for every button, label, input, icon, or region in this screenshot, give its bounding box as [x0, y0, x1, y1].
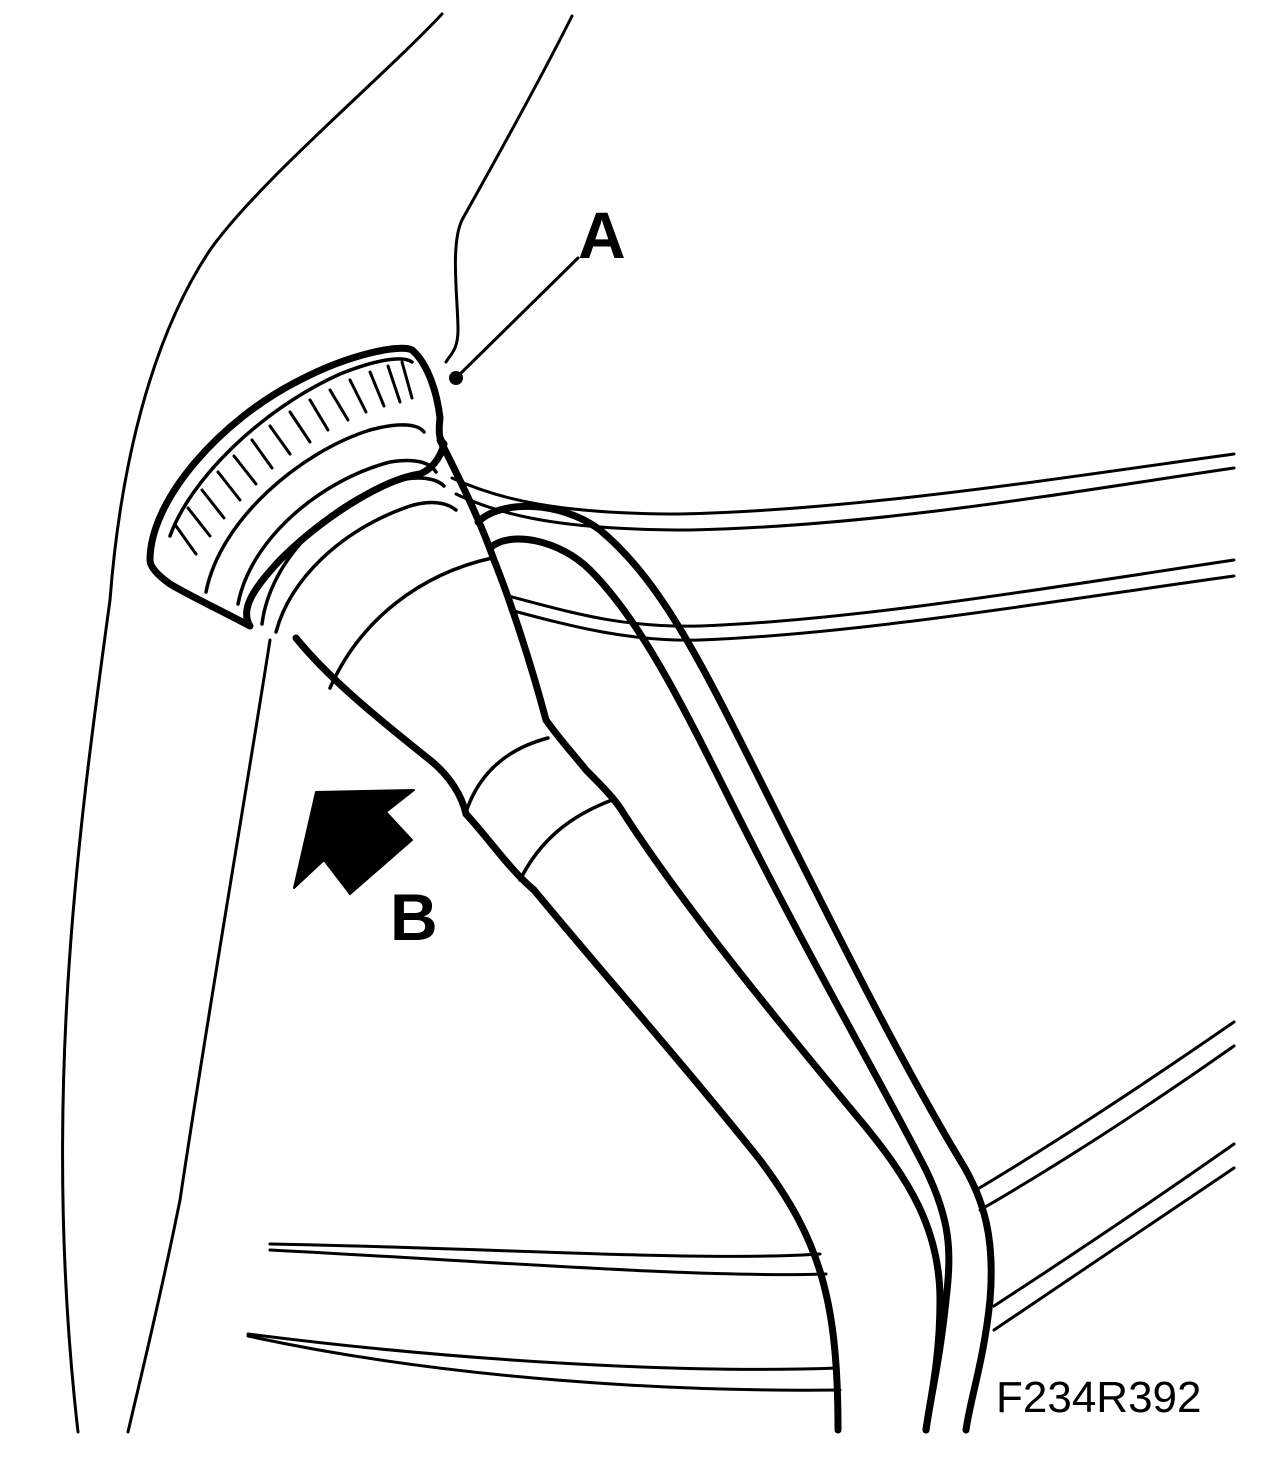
upper-rail-mid-2	[508, 574, 1236, 642]
figure-code: F234R392	[996, 1373, 1201, 1422]
vent-hose-inner-edge	[486, 535, 953, 1434]
filler-recess-edge	[444, 14, 574, 364]
upper-rail-top-2	[454, 466, 1236, 532]
filler-cap-collar	[260, 476, 446, 626]
right-rail-4	[992, 1166, 1236, 1332]
arrow-up-left-icon	[293, 789, 415, 895]
callout-label-b: B	[390, 880, 438, 954]
lower-rail-1	[268, 1242, 822, 1258]
body-panel-outer-edge	[61, 12, 444, 1434]
filler-neck-right-edge	[436, 436, 944, 1434]
filler-cap	[146, 344, 458, 634]
vent-hose-outer-edge	[474, 503, 995, 1434]
callout-dot-a	[449, 371, 463, 385]
filler-neck-left-edge	[292, 634, 842, 1434]
filler-cap-inner-rim	[168, 357, 414, 538]
upper-rail-top-1	[450, 452, 1236, 516]
lower-rail-2	[268, 1248, 828, 1277]
callout-label-a: A	[578, 198, 626, 272]
body-panel-inner-edge	[126, 638, 272, 1434]
neck-seam-middle-2	[518, 798, 614, 882]
right-rail-2	[978, 1044, 1236, 1212]
upper-rail-mid-1	[506, 558, 1236, 628]
filler-cap-outer-rim	[146, 344, 448, 630]
filler-cap-lower-rim	[204, 423, 426, 594]
filler-cap-base	[236, 458, 438, 606]
neck-seam-middle-1	[464, 736, 550, 814]
callout-leader-a	[454, 256, 580, 380]
right-rail-3	[992, 1142, 1236, 1308]
lower-rail-3	[246, 1332, 840, 1371]
neck-seam-upper	[328, 556, 494, 690]
right-rail-1	[974, 1020, 1236, 1192]
filler-cap-ridges	[174, 360, 414, 556]
filler-neck-flare	[274, 500, 458, 634]
lower-rail-4	[246, 1334, 842, 1392]
